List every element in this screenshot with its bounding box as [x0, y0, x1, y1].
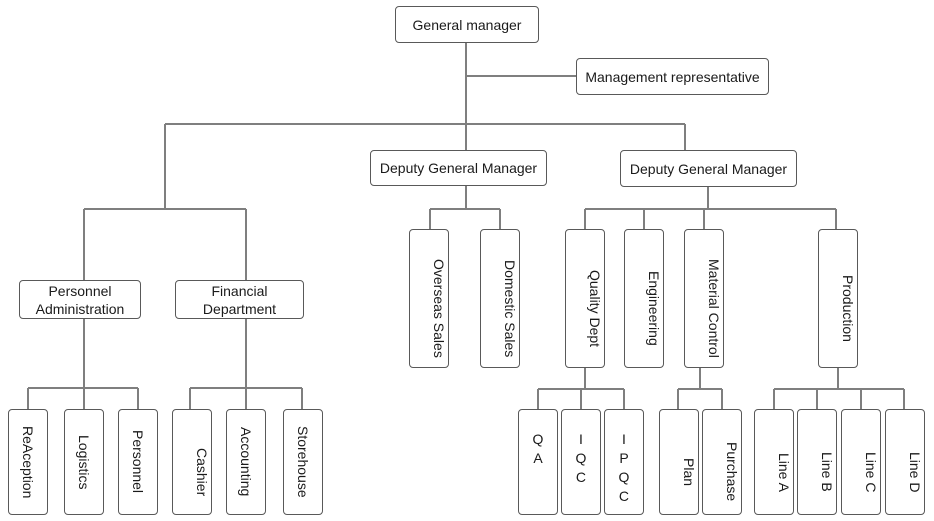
- management-representative-node: Management representative: [576, 58, 769, 95]
- engineering-label: Engineering: [646, 271, 662, 346]
- domestic-sales-node: Domestic Sales: [480, 229, 520, 368]
- reception-label: ReAception: [20, 425, 36, 499]
- ipqc-node: I P Q C: [604, 409, 644, 515]
- personnel-label: Personnel: [130, 430, 146, 494]
- personnel-administration-line2: Administration: [35, 300, 125, 317]
- ipqc-letter: C: [618, 488, 630, 504]
- logistics-label: Logistics: [76, 434, 92, 490]
- general-manager-label: General manager: [412, 16, 522, 33]
- line-a-label: Line A: [776, 452, 792, 492]
- deputy-gm-operations-node: Deputy General Manager: [620, 150, 797, 187]
- storehouse-node: Storehouse: [283, 409, 323, 515]
- storehouse-label: Storehouse: [295, 426, 311, 498]
- management-representative-label: Management representative: [585, 68, 760, 85]
- personnel-node: Personnel: [118, 409, 158, 515]
- financial-department-node: Financial Department: [175, 280, 304, 319]
- deputy-gm-sales-node: Deputy General Manager: [370, 150, 547, 186]
- line-b-label: Line B: [819, 452, 835, 492]
- purchase-node: Purchase: [702, 409, 742, 515]
- line-b-node: Line B: [797, 409, 837, 515]
- line-c-node: Line C: [841, 409, 881, 515]
- financial-department-line2: Department: [202, 300, 277, 317]
- personnel-administration-node: Personnel Administration: [19, 280, 141, 319]
- ipqc-letter: I: [622, 431, 626, 447]
- line-c-label: Line C: [863, 451, 879, 493]
- production-node: Production: [818, 229, 858, 368]
- reception-node: ReAception: [8, 409, 48, 515]
- quality-dept-node: Quality Dept: [565, 229, 605, 368]
- qa-node: Q A: [518, 409, 558, 515]
- iqc-letter: Q: [575, 450, 587, 466]
- production-label: Production: [840, 275, 856, 342]
- iqc-letter: C: [575, 469, 587, 485]
- financial-department-line1: Financial: [211, 282, 268, 299]
- line-a-node: Line A: [754, 409, 794, 515]
- iqc-node: I Q C: [561, 409, 601, 515]
- deputy-gm-operations-label: Deputy General Manager: [629, 160, 788, 177]
- ipqc-letter: Q: [618, 469, 630, 485]
- deputy-gm-sales-label: Deputy General Manager: [379, 160, 538, 176]
- line-d-node: Line D: [885, 409, 925, 515]
- ipqc-letter: P: [619, 450, 629, 466]
- overseas-sales-node: Overseas Sales: [409, 229, 449, 368]
- logistics-node: Logistics: [64, 409, 104, 515]
- plan-node: Plan: [659, 409, 699, 515]
- domestic-sales-label: Domestic Sales: [502, 259, 518, 358]
- quality-dept-label: Quality Dept: [587, 269, 603, 348]
- line-d-label: Line D: [907, 451, 923, 493]
- cashier-node: Cashier: [172, 409, 212, 515]
- accounting-node: Accounting: [226, 409, 266, 515]
- material-control-label: Material Control: [706, 259, 722, 358]
- personnel-administration-line1: Personnel: [48, 282, 112, 299]
- qa-letter: Q: [532, 431, 544, 447]
- accounting-label: Accounting: [238, 427, 254, 497]
- general-manager-node: General manager: [395, 6, 539, 43]
- engineering-node: Engineering: [624, 229, 664, 368]
- qa-letter: A: [533, 450, 543, 466]
- purchase-label: Purchase: [724, 442, 740, 502]
- plan-label: Plan: [681, 457, 697, 487]
- cashier-label: Cashier: [194, 447, 210, 497]
- material-control-node: Material Control: [684, 229, 724, 368]
- iqc-letter: I: [579, 431, 583, 447]
- overseas-sales-label: Overseas Sales: [431, 259, 447, 358]
